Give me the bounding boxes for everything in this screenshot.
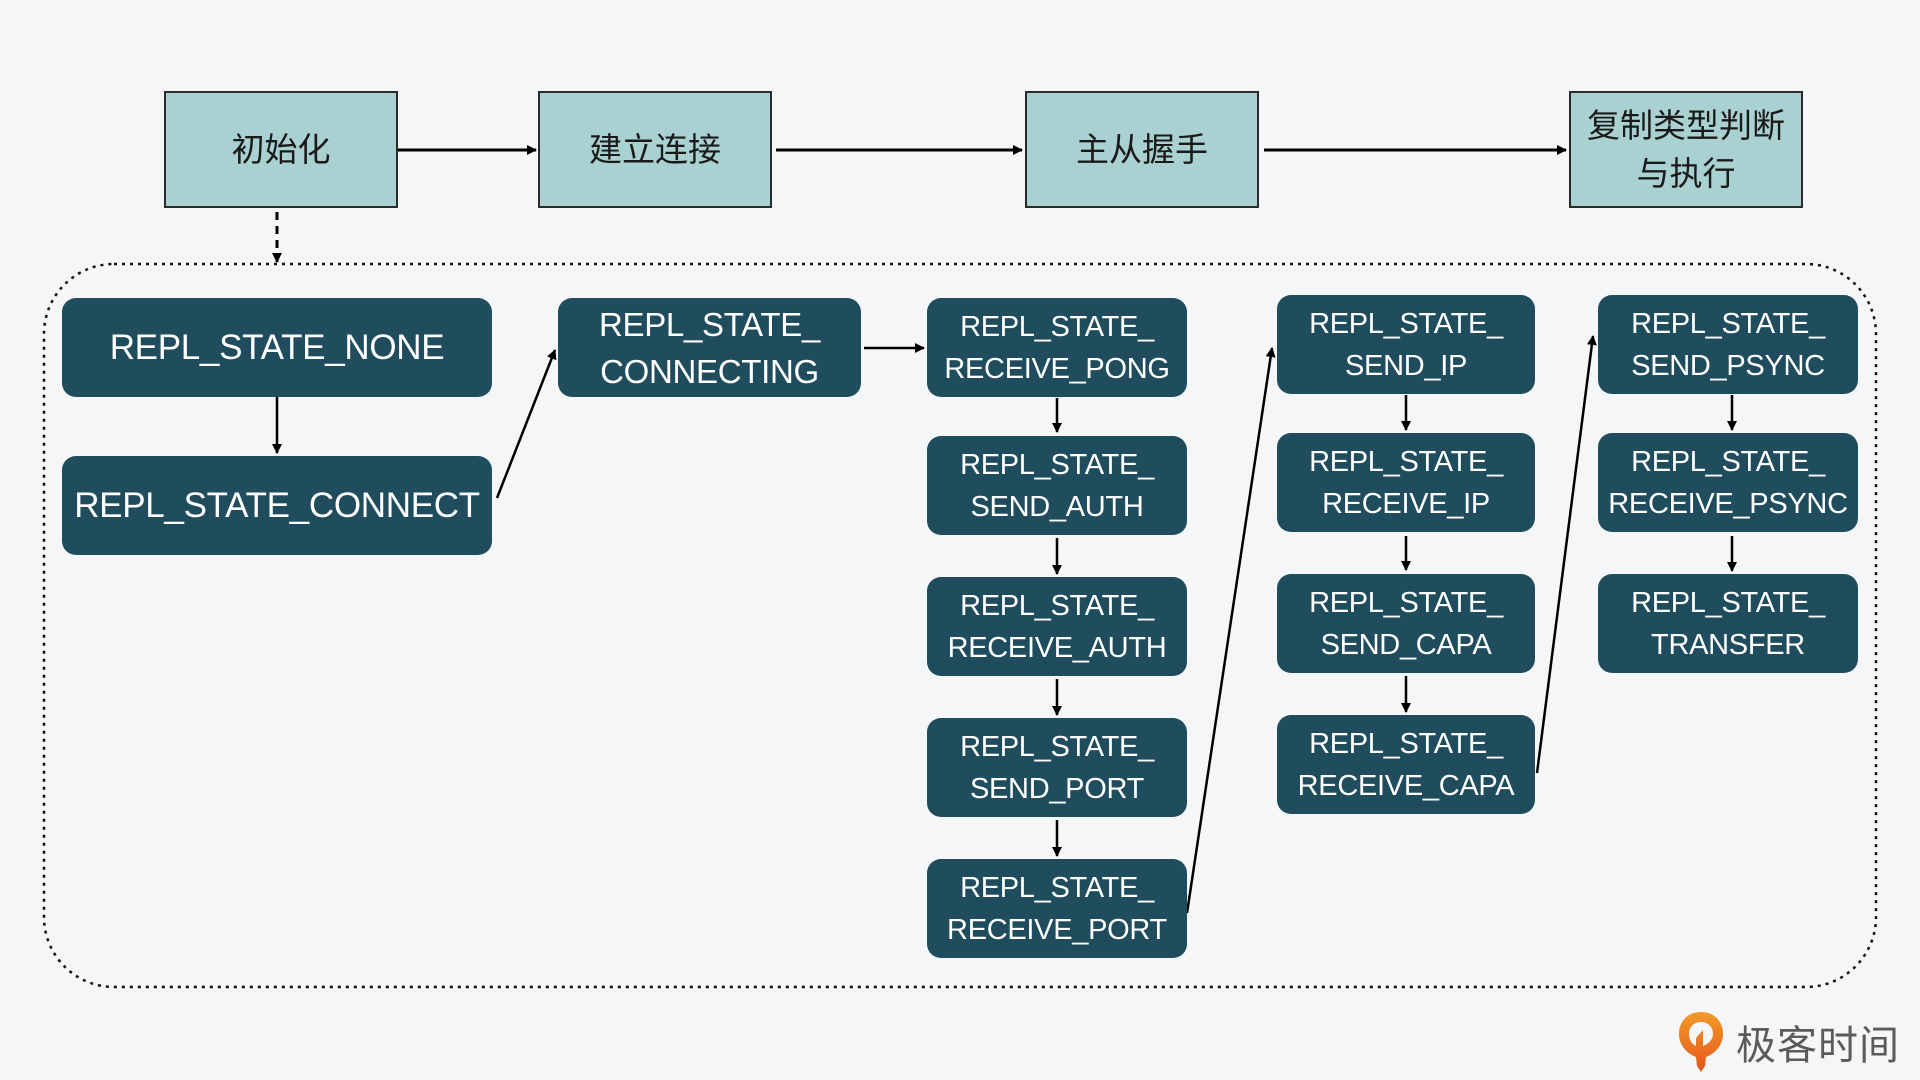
state-label: REPL_STATE_CONNECT bbox=[74, 485, 480, 525]
phase-replication: 复制类型判断 与执行 bbox=[1569, 91, 1803, 208]
state-label-line-1: REPL_STATE_ bbox=[1631, 445, 1825, 478]
state-label-line-2: RECEIVE_PSYNC bbox=[1608, 487, 1848, 520]
state-label-line-2: SEND_PSYNC bbox=[1631, 349, 1825, 382]
phase-init: 初始化 bbox=[164, 91, 398, 208]
state-label-line-1: REPL_STATE_ bbox=[1309, 307, 1503, 340]
state-label-line-1: REPL_STATE_ bbox=[960, 589, 1154, 622]
state-repl-receive-psync: REPL_STATE_ RECEIVE_PSYNC bbox=[1598, 433, 1858, 532]
state-repl-receive-port: REPL_STATE_ RECEIVE_PORT bbox=[927, 859, 1187, 958]
state-label-line-2: RECEIVE_PORT bbox=[947, 913, 1167, 946]
state-label-line-2: RECEIVE_AUTH bbox=[947, 631, 1167, 664]
phase-label-line-2: 与执行 bbox=[1636, 153, 1736, 193]
geektime-pin-icon bbox=[1679, 1012, 1723, 1072]
state-label-line-2: RECEIVE_CAPA bbox=[1297, 769, 1515, 802]
state-repl-send-port: REPL_STATE_ SEND_PORT bbox=[927, 718, 1187, 817]
state-repl-receive-ip: REPL_STATE_ RECEIVE_IP bbox=[1277, 433, 1535, 532]
state-label-line-1: REPL_STATE_ bbox=[960, 871, 1154, 904]
state-label-line-1: REPL_STATE_ bbox=[960, 730, 1154, 763]
state-label-line-1: REPL_STATE_ bbox=[598, 305, 821, 343]
phase-label: 建立连接 bbox=[589, 129, 721, 169]
state-repl-connect: REPL_STATE_CONNECT bbox=[62, 456, 492, 555]
phase-label: 主从握手 bbox=[1076, 129, 1208, 169]
state-label: REPL_STATE_NONE bbox=[109, 327, 445, 367]
state-label-line-1: REPL_STATE_ bbox=[1309, 727, 1503, 760]
state-repl-receive-pong: REPL_STATE_ RECEIVE_PONG bbox=[927, 298, 1187, 397]
state-label-line-1: REPL_STATE_ bbox=[960, 448, 1154, 481]
state-repl-send-capa: REPL_STATE_ SEND_CAPA bbox=[1277, 574, 1535, 673]
logo-text: 极客时间 bbox=[1736, 1023, 1900, 1069]
state-label-line-2: SEND_IP bbox=[1345, 349, 1467, 382]
state-repl-connecting: REPL_STATE_ CONNECTING bbox=[558, 298, 861, 397]
state-repl-receive-auth: REPL_STATE_ RECEIVE_AUTH bbox=[927, 577, 1187, 676]
state-repl-send-psync: REPL_STATE_ SEND_PSYNC bbox=[1598, 295, 1858, 394]
state-label-line-2: SEND_CAPA bbox=[1320, 628, 1492, 661]
state-label-line-1: REPL_STATE_ bbox=[1631, 586, 1825, 619]
state-label-line-1: REPL_STATE_ bbox=[1309, 445, 1503, 478]
state-label-line-2: SEND_PORT bbox=[969, 772, 1145, 805]
arrow-receive-capa-to-send-psync bbox=[1535, 335, 1597, 774]
state-label-line-2: SEND_AUTH bbox=[970, 490, 1144, 523]
state-repl-none: REPL_STATE_NONE bbox=[62, 298, 492, 397]
state-label-line-2: RECEIVE_IP bbox=[1322, 487, 1490, 520]
phase-label-line-1: 复制类型判断 bbox=[1587, 105, 1785, 145]
state-label-line-2: RECEIVE_PONG bbox=[944, 352, 1170, 385]
state-label-line-2: CONNECTING bbox=[600, 352, 819, 390]
state-label-line-1: REPL_STATE_ bbox=[1309, 586, 1503, 619]
state-label-line-1: REPL_STATE_ bbox=[960, 310, 1154, 343]
state-repl-transfer: REPL_STATE_ TRANSFER bbox=[1598, 574, 1858, 673]
state-label-line-2: TRANSFER bbox=[1651, 628, 1805, 661]
state-repl-send-auth: REPL_STATE_ SEND_AUTH bbox=[927, 436, 1187, 535]
state-repl-send-ip: REPL_STATE_ SEND_IP bbox=[1277, 295, 1535, 394]
phase-connect: 建立连接 bbox=[538, 91, 772, 208]
phase-label: 初始化 bbox=[231, 129, 331, 169]
phase-handshake: 主从握手 bbox=[1025, 91, 1259, 208]
arrow-receive-port-to-send-ip bbox=[1185, 347, 1276, 914]
state-label-line-1: REPL_STATE_ bbox=[1631, 307, 1825, 340]
arrow-connect-to-connecting bbox=[495, 349, 557, 499]
state-repl-receive-capa: REPL_STATE_ RECEIVE_CAPA bbox=[1277, 715, 1535, 814]
geektime-logo: 极客时间 bbox=[1676, 1010, 1900, 1074]
